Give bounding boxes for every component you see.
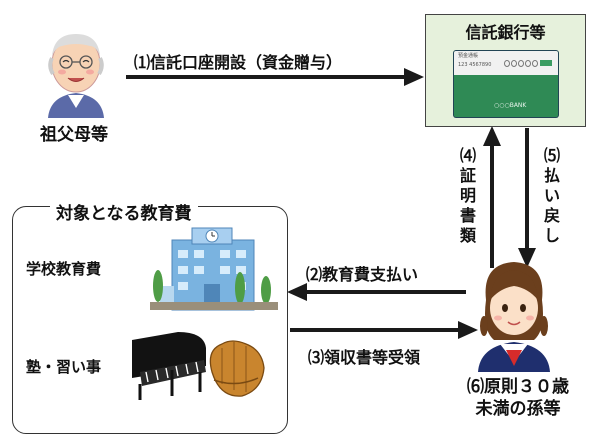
flow-5-number: ⑸	[543, 146, 560, 165]
flow-4-char: 類	[459, 226, 476, 245]
education-box	[12, 206, 288, 434]
flow-5-char: し	[543, 226, 560, 245]
arrow-open-trust	[126, 68, 424, 86]
passbook-dots	[504, 60, 538, 67]
grandparents-label: 祖父母等	[40, 125, 108, 145]
grandchild-label: ⑹原則３０歳 未満の孫等	[460, 376, 576, 420]
flow-4-char: 明	[459, 186, 476, 205]
arrow-documents-up	[483, 126, 501, 268]
bank-box: 信託銀行等 預金通帳 123 4567890 ○○○BANK	[425, 14, 586, 127]
flow-1-label: ⑴信託口座開設（資金贈与）	[134, 53, 343, 72]
bank-title: 信託銀行等	[465, 23, 546, 42]
baseball-glove-illustration	[209, 340, 265, 397]
flow-5-char: 戻	[543, 206, 560, 225]
arrow-withdrawal-down	[518, 128, 536, 268]
grandchild-illustration	[478, 262, 550, 372]
passbook-mark	[540, 60, 552, 66]
flow-4-number: ⑷	[459, 146, 476, 165]
flow-4-label: ⑷ 証 明 書 類	[457, 146, 479, 246]
piano-illustration	[132, 332, 206, 400]
grandchild-label-line1: ⑹原則３０歳	[467, 377, 569, 397]
flow-3-label: ⑶領収書等受領	[308, 348, 421, 367]
flow-2-label: ⑵教育費支払い	[306, 265, 419, 284]
flow-5-char: 払	[543, 166, 560, 185]
flow-5-label: ⑸ 払 い 戻 し	[541, 146, 563, 246]
grandchild-label-line2: 未満の孫等	[475, 399, 561, 419]
passbook-bank-name: ○○○BANK	[494, 102, 527, 109]
passbook-title: 預金通帳	[458, 53, 479, 59]
arrow-pay-education	[287, 283, 466, 301]
school-building-illustration	[150, 227, 278, 311]
education-title: 対象となる教育費	[50, 199, 198, 224]
passbook-illustration: 預金通帳 123 4567890 ○○○BANK	[454, 51, 558, 117]
arrow-receipt	[290, 321, 478, 339]
passbook-number: 123 4567890	[458, 62, 492, 68]
flow-5-char: い	[543, 186, 560, 205]
flow-4-char: 証	[459, 166, 476, 185]
flow-4-char: 書	[459, 206, 476, 225]
school-label: 学校教育費	[26, 260, 102, 278]
lessons-label: 塾・習い事	[26, 358, 102, 376]
grandparent-illustration	[48, 34, 104, 118]
